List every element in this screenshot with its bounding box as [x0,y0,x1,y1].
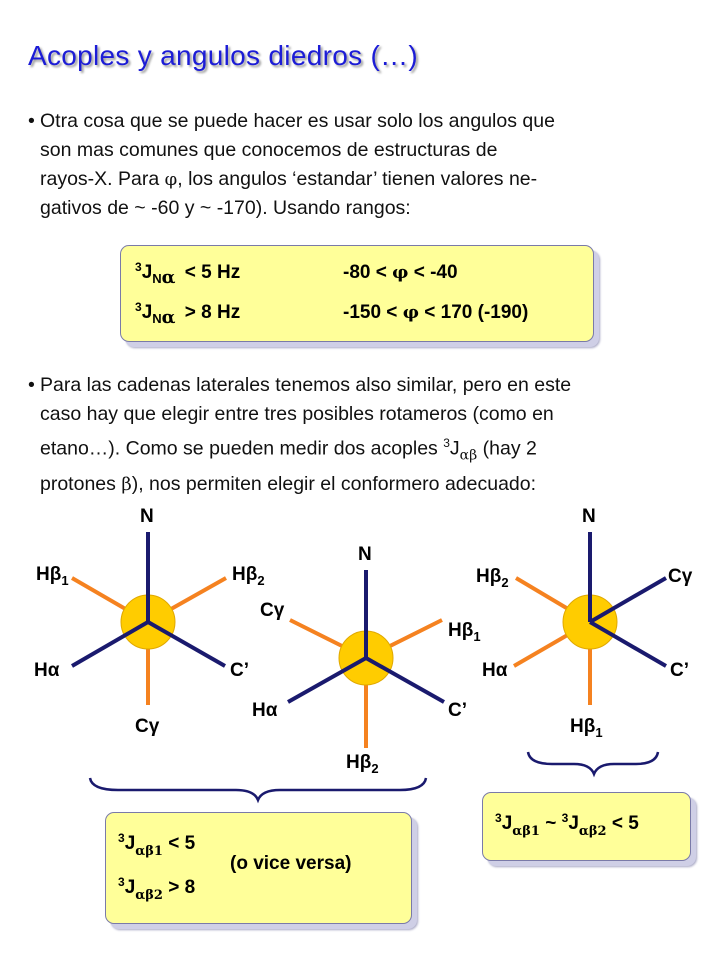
n2-label-hb2: Hβ2 [346,752,379,776]
result-box-right: 3Jαβ1 ~ 3Jαβ2 < 5 [482,792,691,861]
range-row-1-value: -80 < φ < -40 [343,262,458,283]
n1-label-ha: Hα [34,660,60,681]
left-box-row-1: 3Jαβ1 < 5 [118,831,196,859]
bullet-2-line-4: protones β), nos permiten elegir el conf… [40,473,537,496]
bullet-1-line-3: rayos-X. Para φ, los angulos ‘estandar’ … [40,168,538,190]
n2-label-cprime: C’ [448,700,467,721]
brace-right [526,751,660,778]
newman-projection-2 [287,570,445,748]
n1-label-cprime: C’ [230,660,249,681]
n3-label-n: N [582,506,596,527]
range-row-1: 3JNα < 5 Hz [135,260,241,288]
n3-label-cprime: C’ [670,660,689,681]
bullet-paragraph-2: • Para las cadenas laterales tenemos als… [28,371,571,499]
n1-label-cg: Cγ [135,716,160,737]
right-box-row: 3Jαβ1 ~ 3Jαβ2 < 5 [495,811,639,839]
range-row-2: 3JNα > 8 Hz [135,300,241,328]
bullet-2-line-3: etano…). Como se pueden medir dos acople… [40,436,537,464]
left-box-row-2: 3Jαβ2 > 8 [118,875,196,903]
bullet-dot: • [28,374,35,396]
newman-projection-3 [512,532,668,705]
bullet-paragraph-1: • Otra cosa que se puede hacer es usar s… [28,107,555,223]
slide-title: Acoples y angulos diedros (…) [28,40,418,71]
bullet-2-line-1: Para las cadenas laterales tenemos also … [40,374,572,396]
phi-symbol: φ [164,169,178,190]
n3-label-hb2: Hβ2 [476,566,509,590]
result-box-left: 3Jαβ1 < 5 (o vice versa) 3Jαβ2 > 8 [105,812,412,924]
bullet-1-line-2: son mas comunes que conocemos de estruct… [40,139,498,161]
range-row-2-value: -150 < φ < 170 (-190) [343,302,529,323]
coupling-range-box: 3JNα < 5 Hz -80 < φ < -40 3JNα > 8 Hz -1… [120,245,594,342]
bullet-dot: • [28,110,35,132]
n3-label-hb1: Hβ1 [570,716,603,740]
bullet-1-line-4: gativos de ~ -60 y ~ -170). Usando rango… [40,197,411,219]
n1-label-hb1: Hβ1 [36,564,69,588]
n3-label-ha: Hα [482,660,508,681]
left-box-note: (o vice versa) [230,853,352,874]
n1-label-n: N [140,506,154,527]
bullet-1-line-1: Otra cosa que se puede hacer es usar sol… [40,110,555,132]
bullet-2-line-2: caso hay que elegir entre tres posibles … [40,403,554,425]
n3-label-cg: Cγ [668,566,693,587]
brace-left [88,777,428,804]
n1-label-hb2: Hβ2 [232,564,265,588]
n2-label-n: N [358,544,372,565]
newman-projection-1 [70,532,227,705]
n2-label-cg: Cγ [260,600,285,621]
n2-label-hb1: Hβ1 [448,620,481,644]
n2-label-ha: Hα [252,700,278,721]
